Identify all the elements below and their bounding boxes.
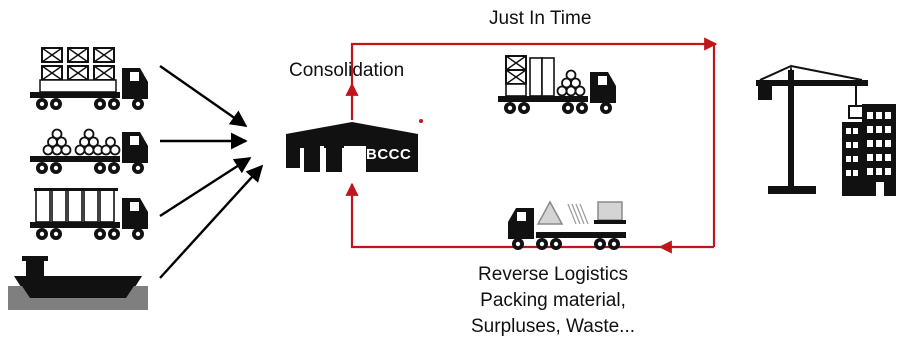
consolidation-label: Consolidation	[289, 60, 405, 81]
bccc-label: BCCC	[366, 146, 412, 163]
inbound-arrows	[159, 65, 264, 279]
truck-return-load-icon	[508, 200, 626, 250]
reverse-logistics-line-2: Packing material,	[480, 290, 626, 311]
arrow-truck1	[159, 65, 248, 127]
arrow-ship	[159, 164, 264, 279]
reverse-logistics-label: Reverse Logistics Packing material, Surp…	[471, 262, 635, 340]
just-in-time-label: Just In Time	[489, 8, 592, 29]
truck-pipes-icon	[30, 128, 148, 174]
red-dot-marker	[419, 119, 423, 123]
warehouse-icon	[286, 122, 418, 172]
truck-panels-icon	[30, 188, 148, 240]
ship-icon	[8, 256, 148, 310]
arrow-truck3	[159, 156, 252, 218]
reverse-logistics-line-1: Reverse Logistics	[478, 264, 628, 285]
construction-site-icon	[756, 64, 896, 196]
just-in-time-line	[350, 37, 718, 84]
reverse-logistics-line-3: Surpluses, Waste...	[471, 316, 636, 337]
truck-mixed-load-icon	[498, 55, 616, 114]
truck-crates-icon	[30, 47, 148, 110]
